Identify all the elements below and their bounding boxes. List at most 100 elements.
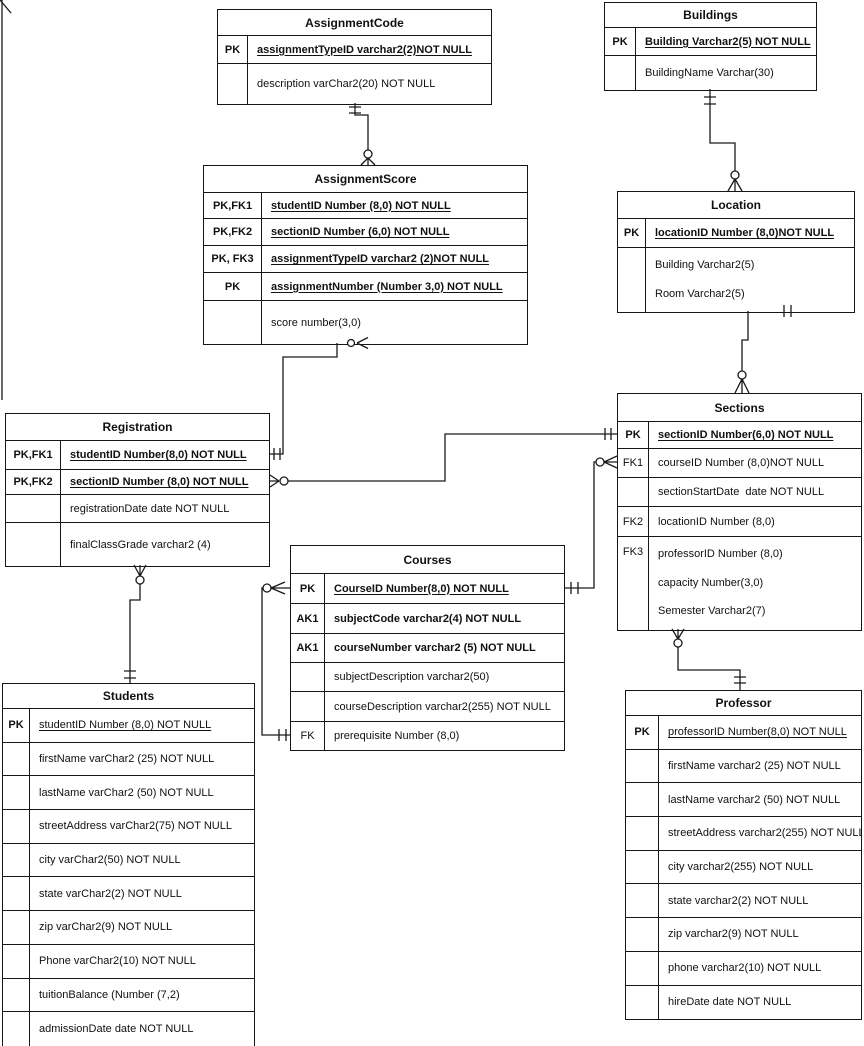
attribute-text: zip varChar2(9) NOT NULL — [39, 921, 173, 934]
attribute-cell: zip varChar2(9) NOT NULL — [30, 911, 254, 944]
attribute-line: Semester Varchar2(7) — [658, 605, 766, 617]
attribute-text: BuildingName Varchar(30) — [645, 67, 774, 79]
table-rows: PK,FK1 studentID Number (8,0) NOT NULL PK,… — [204, 193, 527, 344]
attribute-cell: subjectDescription varchar2(50) — [325, 663, 564, 691]
attribute-text: description varChar2(20) NOT NULL — [257, 78, 436, 90]
zero-or-many-marker — [360, 149, 376, 166]
attribute-cell: prerequisite Number (8,0) — [325, 722, 564, 750]
one-and-only-one-marker — [349, 106, 361, 114]
key-cell: PK — [204, 273, 262, 300]
attribute-text: prerequisite Number (8,0) — [334, 730, 460, 742]
connector-line — [261, 587, 290, 736]
key-cell: PK,FK2 — [6, 470, 61, 494]
attribute-text: courseID Number (8,0)NOT NULL — [658, 457, 825, 469]
attribute-cell: locationID Number (8,0) — [649, 507, 861, 536]
key-cell: PK — [618, 422, 649, 448]
key-cell — [3, 877, 30, 911]
key-cell — [291, 692, 325, 721]
key-cell — [605, 56, 636, 90]
key-cell — [6, 495, 61, 522]
one-and-only-one-marker — [604, 428, 612, 440]
attribute-text: score number(3,0) — [271, 316, 361, 329]
attribute-cell: state varchar2(2) NOT NULL — [659, 884, 861, 917]
connector-line — [270, 343, 338, 455]
attribute-line: professorID Number (8,0) — [658, 548, 783, 560]
attribute-text: courseDescription varchar2(255) NOT NULL — [334, 700, 551, 713]
attribute-text: CourseID Number(8,0) NOT NULL — [334, 582, 509, 595]
attribute-text: state varChar2(2) NOT NULL — [39, 887, 182, 900]
attribute-cell: BuildingName Varchar(30) — [636, 56, 816, 90]
key-cell: PK,FK1 — [6, 441, 61, 469]
connector-line — [129, 584, 141, 683]
table-title: Students — [3, 684, 254, 709]
attribute-text: streetAddress varChar2(75) NOT NULL — [39, 820, 232, 833]
attribute-cell: finalClassGrade varchar2 (4) — [61, 523, 269, 566]
attribute-text: sectionID Number (8,0) NOT NULL — [70, 476, 249, 488]
attribute-text: Phone varChar2(10) NOT NULL — [39, 955, 196, 968]
attribute-row: admissionDate date NOT NULL — [3, 1012, 254, 1046]
attribute-cell: sectionID Number (6,0) NOT NULL — [262, 219, 527, 245]
attribute-row: hireDate date NOT NULL — [626, 985, 861, 1020]
one-and-only-one-marker — [734, 676, 746, 684]
rel-courses-self-prerequisite — [261, 581, 290, 741]
attribute-cell: streetAddress varChar2(75) NOT NULL — [30, 810, 254, 843]
key-cell — [3, 1012, 30, 1046]
key-cell: AK1 — [291, 634, 325, 662]
attribute-cell: firstName varChar2 (25) NOT NULL — [30, 743, 254, 776]
attribute-text: state varchar2(2) NOT NULL — [668, 894, 809, 907]
connector-line — [565, 461, 596, 589]
attribute-text: sectionID Number (6,0) NOT NULL — [271, 226, 450, 238]
attribute-cell: score number(3,0) — [262, 301, 527, 344]
key-cell: FK — [291, 722, 325, 750]
zero-or-many-marker — [262, 581, 290, 595]
attribute-cell: lastName varchar2 (50) NOT NULL — [659, 783, 861, 816]
one-and-only-one-marker — [124, 670, 136, 679]
key-cell — [626, 850, 659, 884]
key-cell: PK, FK3 — [204, 246, 262, 272]
attribute-row: lastName varchar2 (50) NOT NULL — [626, 783, 861, 818]
attribute-text: admissionDate date NOT NULL — [39, 1023, 194, 1036]
key-cell — [3, 776, 30, 810]
table-title: AssignmentScore — [204, 166, 527, 193]
attribute-cell: courseNumber varchar2 (5) NOT NULL — [325, 634, 564, 662]
key-cell — [626, 884, 659, 918]
attribute-row: lastName varChar2 (50) NOT NULL — [3, 776, 254, 811]
attribute-cell: city varchar2(255) NOT NULL — [659, 851, 861, 884]
key-cell — [6, 523, 61, 566]
attribute-text: studentID Number(8,0) NOT NULL — [70, 449, 247, 461]
attribute-line: capacity Number(3,0) — [658, 576, 764, 589]
attribute-row: Phone varChar2(10) NOT NULL — [3, 944, 254, 979]
rel-professor-sections — [671, 628, 746, 690]
one-and-only-one-marker — [278, 729, 287, 741]
attribute-text: sectionStartDate date NOT NULL — [658, 486, 825, 498]
attribute-cell: description varChar2(20) NOT NULL — [248, 64, 491, 104]
attribute-row: sectionStartDate date NOT NULL — [618, 478, 861, 507]
connector-line — [354, 103, 369, 150]
attribute-cell: CourseID Number(8,0) NOT NULL — [325, 574, 564, 603]
key-cell — [3, 978, 30, 1012]
attribute-cell: assignmentTypeID varchar2(2)NOT NULL — [248, 36, 491, 63]
attribute-cell: firstName varchar2 (25) NOT NULL — [659, 750, 861, 783]
attribute-row: city varchar2(255) NOT NULL — [626, 850, 861, 885]
attribute-text: studentID Number (8,0) NOT NULL — [271, 199, 451, 212]
rel-assignmentcode-assignmentscore — [349, 103, 376, 166]
rel-courses-sections — [565, 455, 618, 594]
key-cell — [3, 742, 30, 776]
entity-assignmentscore: AssignmentScore PK,FK1 studentID Number (… — [203, 165, 528, 345]
attribute-row: PK,FK2 sectionID Number (8,0) NOT NULL — [6, 470, 269, 495]
attribute-text: lastName varChar2 (50) NOT NULL — [39, 786, 214, 799]
attribute-row: state varChar2(2) NOT NULL — [3, 877, 254, 912]
key-cell: PK,FK1 — [204, 193, 262, 218]
one-and-only-one-marker — [570, 582, 579, 594]
